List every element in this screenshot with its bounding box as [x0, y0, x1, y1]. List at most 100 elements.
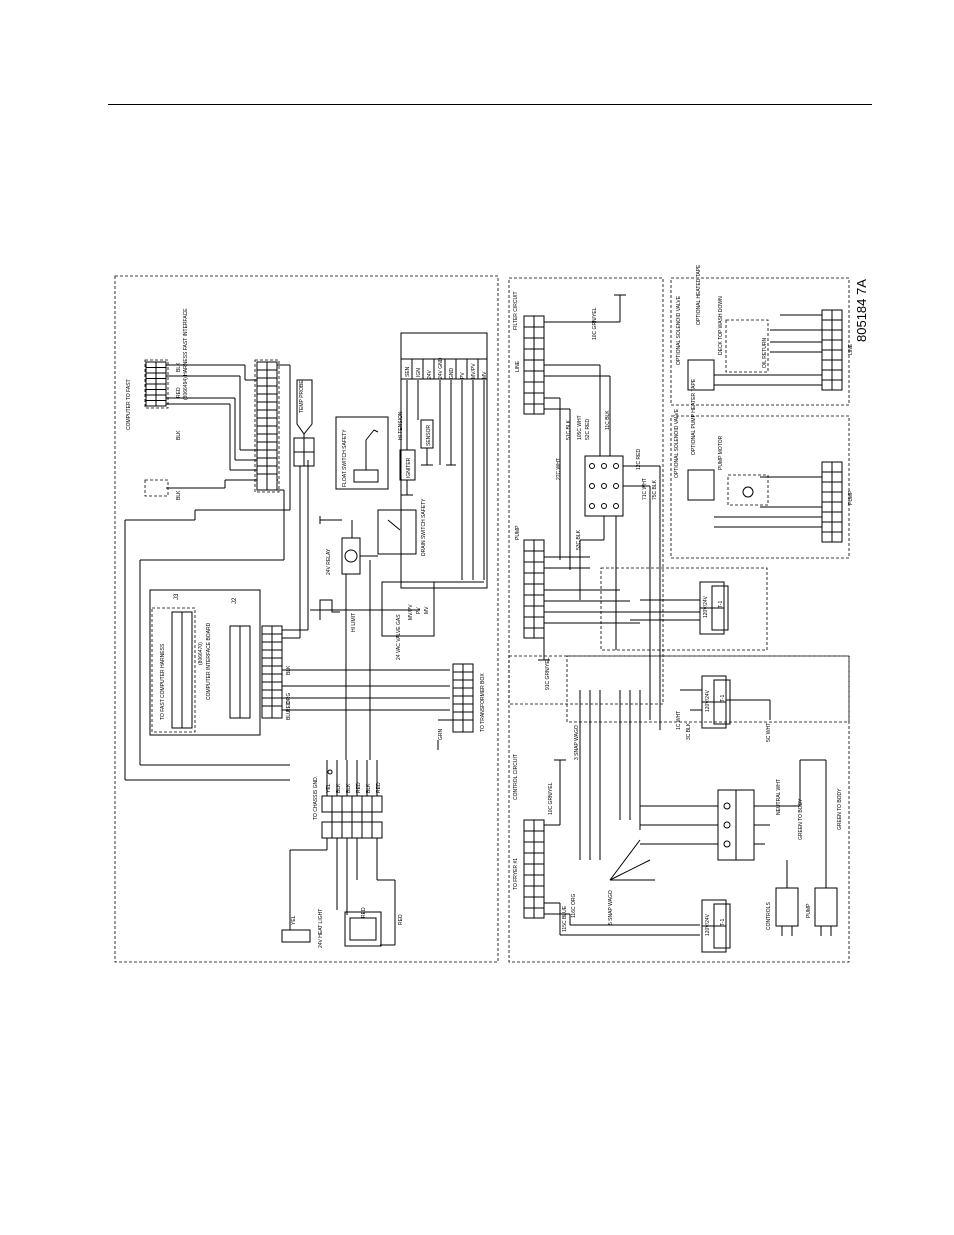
controls-plug-label: CONTROLS — [766, 902, 772, 930]
chassis-red-2: RED — [376, 782, 382, 793]
pump-tape-label: OPTIONAL PUMP HEATER TAPE — [691, 378, 697, 455]
transformer-pump-voltage: 120V/24V — [703, 595, 709, 618]
line-optional-line-label: LINE — [848, 343, 854, 355]
line-optional-module: OPTIONAL SOLENOID VALVE DECK TOP WASH DO… — [676, 264, 854, 391]
transformer-ctrl-top-label: T-1 — [720, 695, 726, 702]
pump-plug-label: PUMP — [806, 903, 812, 918]
code-53c: 53C BLK — [576, 529, 582, 550]
heat-light: YEL 24V HEAT LIGHT RED RED — [281, 838, 404, 948]
gas-valve-mvpv: MV/PV — [408, 604, 414, 620]
pump-motor-label: PUMP MOTOR — [718, 435, 724, 470]
code-91c: 91C GRN/YEL — [545, 657, 551, 690]
board-connector-12 — [261, 625, 283, 719]
controls-green-body: GREEN TO BODY — [798, 798, 804, 840]
code-11c: 11C BLK — [605, 410, 611, 430]
interface-board: TO FAST COMPUTER HARNESS COMPUTER INTERF… — [149, 589, 261, 736]
neutral-wht-label: NEUTRAL WHT — [776, 779, 782, 815]
chassis-red-1: RED — [356, 782, 362, 793]
filter-circuit: FILTER CIRCUIT LINE 10C GRN/YEL PUMP 91C… — [513, 291, 626, 690]
terminal-strip: NEUTRAL WHT — [640, 779, 800, 861]
chassis-blk-2: BLK — [346, 783, 352, 793]
drawing-number: 805184 7A — [854, 279, 869, 342]
code-116c: 116C ORG — [571, 894, 577, 918]
harness-loops — [124, 364, 291, 781]
terminal-ign: IGN — [416, 368, 422, 377]
heat-light-yel: YEL — [291, 915, 297, 925]
terminal-mv: MV — [482, 371, 488, 379]
relay-label: 24V RELAY — [326, 548, 332, 575]
chassis-yel: YEL — [326, 783, 332, 793]
bus-label-org: ORG — [286, 693, 292, 705]
24v-relay: 24V RELAY — [319, 516, 361, 575]
transformer-pump-label: T-1 — [718, 601, 724, 608]
drain-switch-label: DRAIN SWITCH SAFETY — [421, 498, 427, 556]
code-115c: 115C BLUE — [562, 905, 568, 932]
fast-connector-pins — [145, 361, 167, 407]
terminal-24v-gnd: 24V GND — [438, 357, 444, 379]
chassis-blk-1: BLK — [336, 783, 342, 793]
ignition-terminal-block: SEN IGN 24V 24V GND GND PV MV/PV MV — [400, 332, 488, 589]
terminal-mv-pv: MV/PV — [471, 363, 477, 379]
snap-wago-3: 3 SNAP WAGO — [574, 725, 580, 760]
left-panel-border — [114, 275, 499, 963]
j2-label: J2 — [232, 597, 238, 604]
computer-to-fast-label: COMPUTER TO FAST — [126, 379, 132, 430]
igniter-sensor: IGNITER SENSOR HI TENSION — [398, 380, 485, 580]
terminal-24v: 24V — [427, 369, 433, 379]
pump-plug: PUMP GREEN TO BODY — [799, 759, 843, 936]
control-inner-border — [566, 655, 850, 723]
heat-light-red-2: RED — [398, 914, 404, 925]
transformer-box-connector: TO TRANSFORMER BOX GRN — [437, 663, 486, 750]
transformer-ctrl-bottom-voltage: 120V/24V — [705, 913, 711, 936]
line-solenoid-label: OPTIONAL SOLENOID VALVE — [676, 295, 682, 365]
code-3c: 3C BLK — [686, 722, 692, 740]
bus-label-blk: BLK — [286, 665, 292, 675]
grn-label: GRN — [438, 729, 444, 741]
controls-plug: CONTROLS GREEN TO BODY — [766, 798, 804, 936]
interface-board-label: COMPUTER INTERFACE BOARD — [206, 622, 212, 700]
gas-valve-label: 24 VAC VALVE GAS — [396, 614, 402, 660]
line-label: LINE — [515, 360, 521, 372]
oil-return-label: OIL RETURN — [762, 338, 768, 368]
terminal-sen: SEN — [405, 366, 411, 377]
board-part-label: (8066470) — [198, 642, 204, 665]
transformer-pump: T-1 120V/24V — [630, 581, 729, 635]
sensor-label: SENSOR — [426, 424, 432, 446]
igniter-label: IGNITER — [406, 457, 412, 478]
control-circuit: CONTROL CIRCUIT TO FRYER #1 10C GRN/YEL … — [513, 690, 700, 936]
pump-optional-pump-label: PUMP — [848, 490, 854, 505]
float-switch-label: FLOAT SWITCH SAFETY — [342, 429, 348, 487]
gas-valve: 24 VAC VALVE GAS MV/PV PV MV — [381, 581, 484, 660]
line-heater-label: OPTIONAL HEATED TAPE — [696, 264, 702, 325]
deck-wash-label: DECK TOP WASH DOWN — [718, 296, 724, 355]
to-fryer-label: TO FRYER #1 — [513, 858, 519, 890]
transformer-ctrl-bottom-label: T-1 — [720, 919, 726, 926]
j3-label: J3 — [174, 593, 180, 600]
terminal-pv: PV — [460, 372, 466, 379]
transformer-top-border — [600, 567, 768, 651]
code-52c: 52C RED — [585, 418, 591, 440]
heat-light-red: RED — [361, 907, 367, 918]
code-1c: 1C WHT — [676, 711, 682, 730]
pump-label: PUMP — [515, 525, 521, 540]
gas-valve-mv: MV — [424, 606, 430, 614]
hi-limit-label: HI LIMIT — [351, 613, 357, 632]
fast-harness-wires: BLK RED BLK BLK — [166, 362, 257, 500]
code-51c: 51C BLK — [566, 419, 572, 440]
snap-wago-5: 5 SNAP WAGO — [608, 890, 614, 925]
wire-label-red-1: RED — [176, 387, 182, 398]
harness-label: (8066494) HARNESS FAST INTERFACE — [183, 308, 189, 400]
pump-optional-module: OPTIONAL SOLENOID VALVE PUMP MOTOR OPTIO… — [674, 378, 854, 543]
code-71c: 71C WHT — [642, 478, 648, 500]
code-12c: 12C RED — [636, 448, 642, 470]
filter-circuit-border — [508, 277, 664, 705]
chassis-blk-3: BLK — [366, 783, 372, 793]
to-chassis-label: TO CHASSIS GND. — [313, 776, 319, 820]
float-switch: FLOAT SWITCH SAFETY — [335, 416, 389, 490]
transformer-ctrl-top-voltage: 120V/24V — [705, 689, 711, 712]
line-optional-border — [670, 277, 850, 406]
control-transformer-bottom: T-1 120V/24V — [701, 899, 731, 953]
pump-solenoid-label: OPTIONAL SOLENOID VALVE — [674, 408, 680, 478]
pump-green-body: GREEN TO BODY — [837, 788, 843, 830]
